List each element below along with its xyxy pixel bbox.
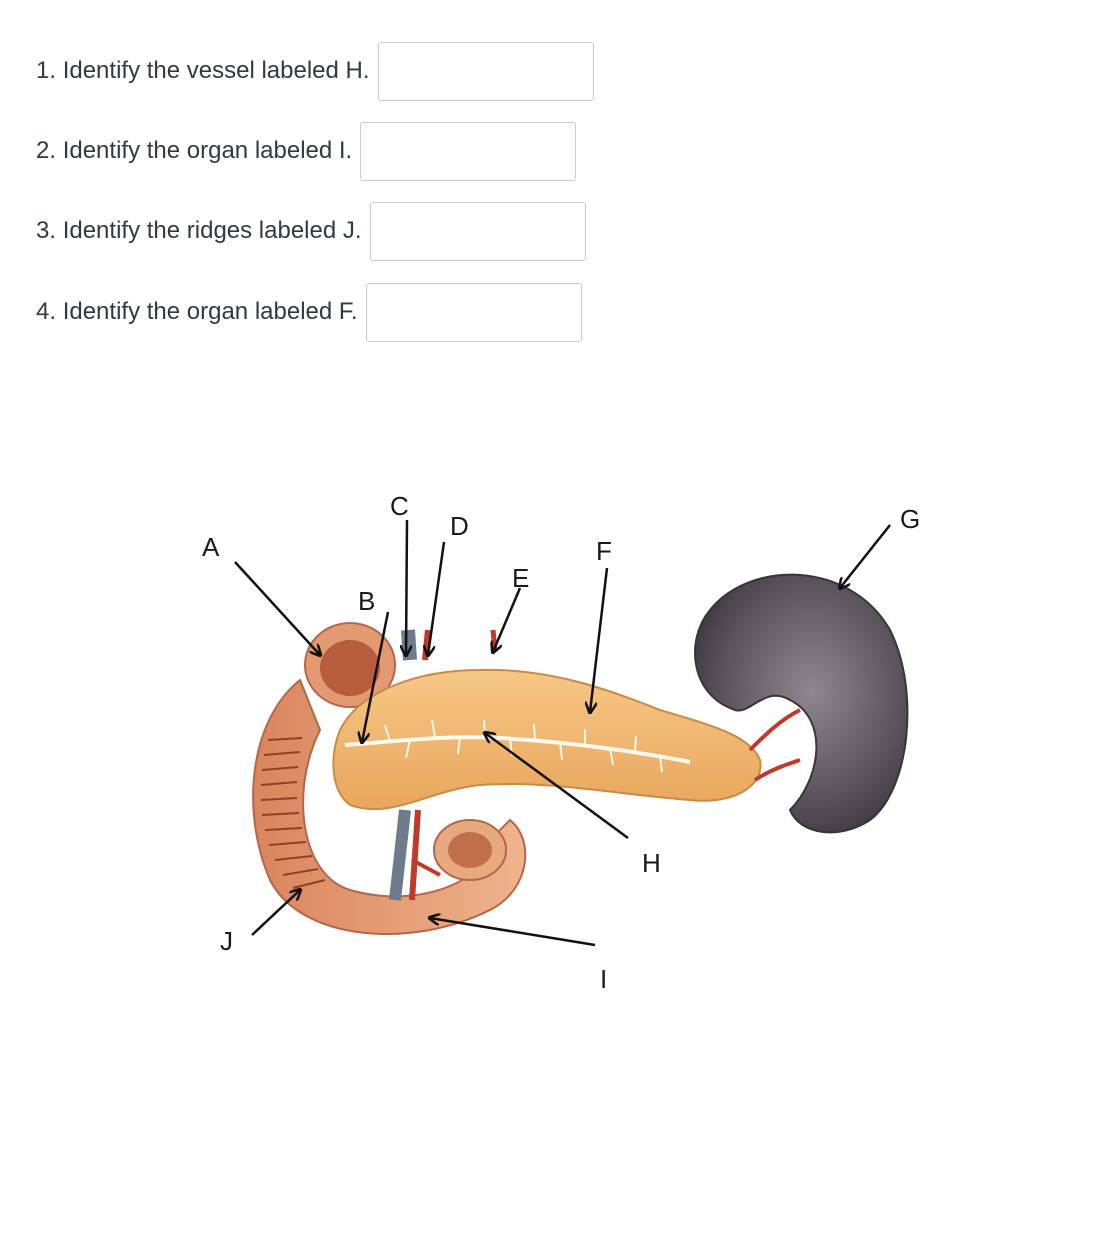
label-B: B <box>358 586 375 616</box>
leader-line-A <box>234 561 320 655</box>
leader-line-H <box>485 733 629 840</box>
splenic-vessels <box>748 708 801 782</box>
label-F: F <box>596 536 612 566</box>
leader-line-C <box>406 519 407 655</box>
question-4: 4. Identify the organ labeled F. <box>36 280 582 344</box>
leader-line-F <box>590 567 609 712</box>
question-1-text: 1. Identify the vessel labeled H. <box>36 57 370 84</box>
label-C: C <box>390 491 409 521</box>
answer-2-input[interactable] <box>360 121 577 181</box>
circular-folds <box>260 737 326 889</box>
question-2: 2. Identify the organ labeled I. <box>36 119 577 183</box>
leader-line-G <box>840 524 891 588</box>
pancreas <box>332 668 762 811</box>
answer-1-input[interactable] <box>377 41 594 101</box>
question-2-text: 2. Identify the organ labeled I. <box>36 137 353 164</box>
pancreas-spleen-duodenum-illustration: A B C D E F G H I J <box>202 491 920 994</box>
anatomy-diagram: A B C D E F G H I J <box>190 480 930 1000</box>
label-D: D <box>450 511 469 541</box>
question-1: 1. Identify the vessel labeled H. <box>36 39 594 103</box>
leader-lines <box>234 519 891 947</box>
label-G: G <box>900 504 920 534</box>
leader-line-B <box>362 611 390 742</box>
leader-line-I <box>430 918 596 947</box>
answer-3-input[interactable] <box>369 201 586 261</box>
label-J: J <box>220 926 233 956</box>
answer-4-input[interactable] <box>365 282 582 342</box>
label-H: H <box>642 848 661 878</box>
question-3-text: 3. Identify the ridges labeled J. <box>36 217 362 244</box>
spleen <box>694 573 909 834</box>
question-3: 3. Identify the ridges labeled J. <box>36 199 586 263</box>
leader-line-E <box>493 587 522 652</box>
question-4-text: 4. Identify the organ labeled F. <box>36 298 358 325</box>
leader-line-D <box>428 541 446 655</box>
label-I: I <box>600 964 607 994</box>
diagram-labels: A B C D E F G H I J <box>202 491 920 994</box>
leader-line-J <box>251 890 300 936</box>
label-E: E <box>512 563 529 593</box>
label-A: A <box>202 532 220 562</box>
